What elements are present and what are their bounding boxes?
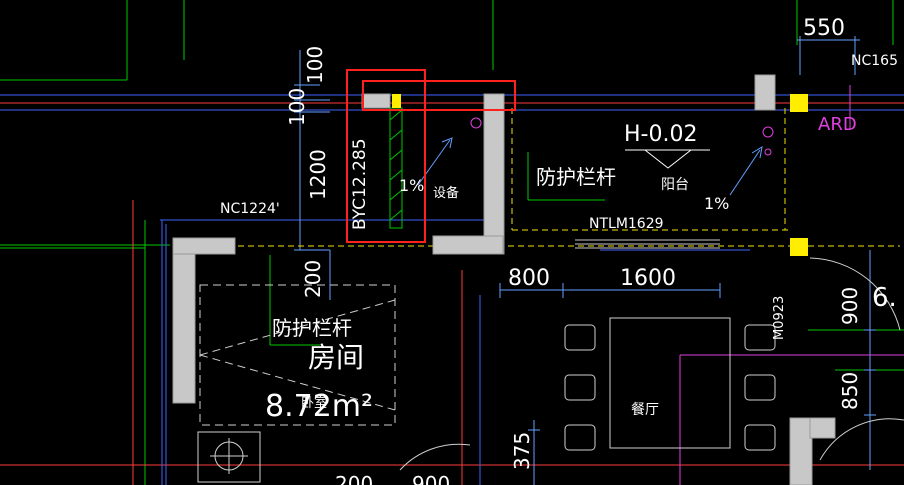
label-slope-left: 1% <box>399 176 425 195</box>
dim-375: 375 <box>510 431 534 470</box>
dim-1600: 1600 <box>620 266 676 291</box>
label-door-m0923: M0923 <box>772 295 787 340</box>
dim-1200: 1200 <box>306 149 330 200</box>
blue-lines <box>0 94 904 485</box>
label-equipment: 设备 <box>433 186 460 201</box>
dim-100: 100 <box>285 87 309 126</box>
dim-550: 550 <box>803 16 845 41</box>
label-byc: BYC12.285 <box>350 138 370 230</box>
dim-800: 800 <box>508 266 550 291</box>
dimension-lines <box>294 36 876 485</box>
dining-furniture <box>399 257 904 471</box>
label-balcony: 阳台 <box>661 177 689 193</box>
white-dashed-room <box>199 284 396 426</box>
label-nc1224: NC1224' <box>220 201 280 217</box>
label-ntlm: NTLM1629 <box>589 216 664 232</box>
label-railing-balcony: 防护栏杆 <box>536 165 616 189</box>
slope-arrows <box>417 137 763 196</box>
label-level: H-0.02 <box>624 122 698 147</box>
label-dining: 餐厅 <box>631 402 659 418</box>
dashed-lines <box>198 108 900 247</box>
magenta-lines <box>470 85 904 485</box>
label-area: 8.72m² <box>265 389 374 424</box>
window-ntlm <box>575 239 720 249</box>
label-nc165: NC165 <box>851 53 898 69</box>
dim-900: 900 <box>838 286 862 325</box>
dim-900-bottom: 900 <box>412 472 451 485</box>
red-highlight-boxes <box>346 69 516 243</box>
walls <box>172 74 836 485</box>
dim-200-bottom: 200 <box>335 472 374 485</box>
level-marker <box>625 149 710 169</box>
label-ard: ARD <box>818 114 857 135</box>
pipe-symbol <box>197 431 261 483</box>
label-room: 房间 <box>308 341 365 374</box>
label-partial-6: 6. <box>872 283 897 313</box>
hatched-column <box>389 107 403 229</box>
red-axis-lines <box>0 102 904 485</box>
column-markers <box>392 94 808 256</box>
label-railing-room: 防护栏杆 <box>272 316 352 340</box>
dim-200: 200 <box>301 259 325 298</box>
dim-850: 850 <box>838 371 862 410</box>
dim-100-top: 100 <box>303 45 327 84</box>
label-slope-right: 1% <box>704 194 730 213</box>
label-bedroom: 卧室 <box>301 396 328 411</box>
